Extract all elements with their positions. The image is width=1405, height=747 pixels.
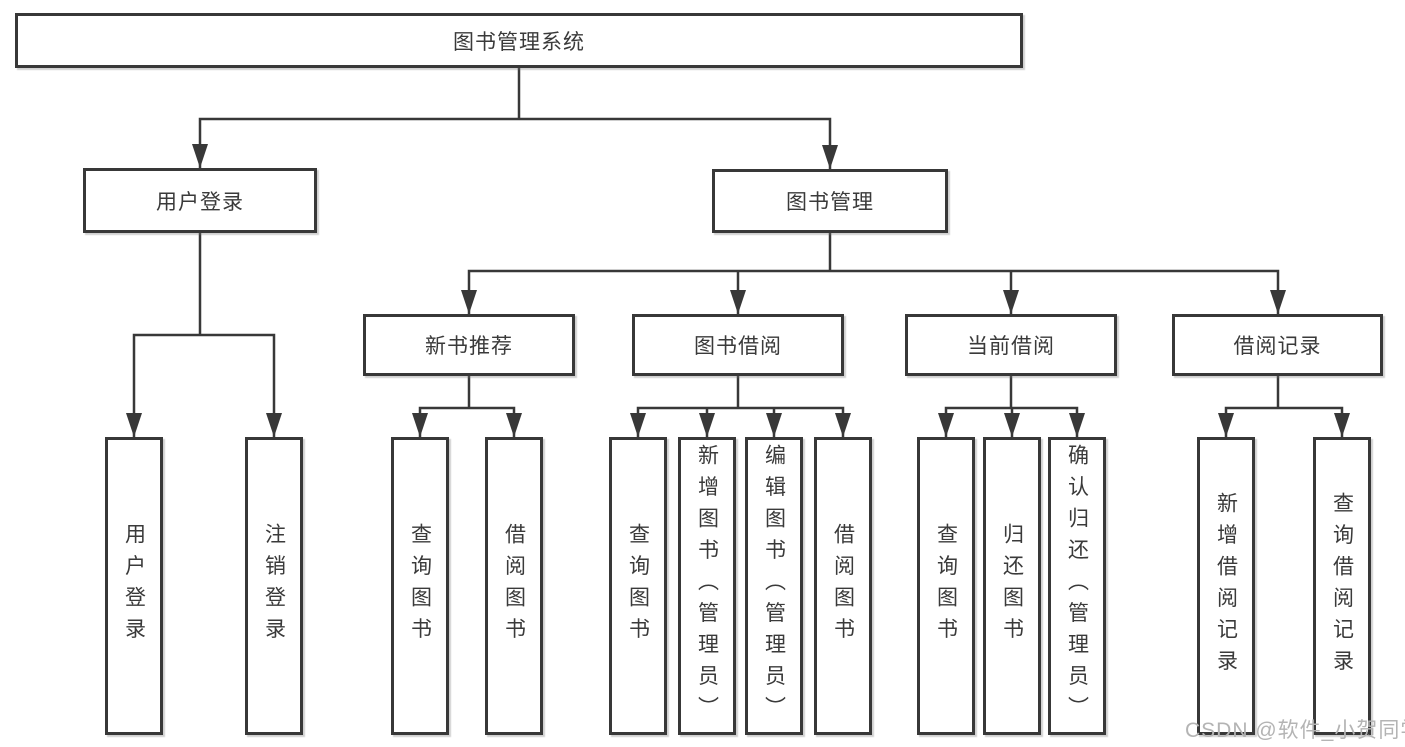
leaf-label: 新增借阅记录 [1214, 491, 1238, 681]
node-label: 图书管理系统 [453, 30, 585, 54]
leaf-query-borrow-record: 查询借阅记录 [1313, 437, 1371, 735]
leaf-label: 查询借阅记录 [1330, 491, 1354, 681]
leaf-label: 确认归还（管理员） [1065, 444, 1089, 728]
node-label: 图书管理 [786, 191, 874, 214]
leaf-label: 用户登录 [122, 523, 146, 649]
leaf-label: 注销登录 [262, 523, 286, 649]
leaf-borrow-books-1: 借阅图书 [485, 437, 543, 735]
leaf-user-login: 用户登录 [105, 437, 163, 735]
leaf-label: 查询图书 [408, 523, 432, 649]
leaf-label: 借阅图书 [831, 523, 855, 649]
leaf-return-books: 归还图书 [983, 437, 1041, 735]
leaf-label: 归还图书 [1000, 523, 1024, 649]
leaf-query-books-3: 查询图书 [917, 437, 975, 735]
leaf-label: 编辑图书（管理员） [762, 444, 786, 728]
leaf-label: 新增图书（管理员） [695, 444, 719, 728]
node-label: 借阅记录 [1233, 335, 1322, 358]
leaf-logout: 注销登录 [245, 437, 303, 735]
leaf-label: 查询图书 [626, 523, 650, 649]
leaf-add-books-admin: 新增图书（管理员） [678, 437, 736, 735]
node-book-borrow: 图书借阅 [632, 314, 844, 376]
leaf-query-books-2: 查询图书 [609, 437, 667, 735]
leaf-confirm-return-admin: 确认归还（管理员） [1048, 437, 1106, 735]
node-label: 新书推荐 [425, 335, 513, 358]
leaf-edit-books-admin: 编辑图书（管理员） [745, 437, 803, 735]
leaf-label: 借阅图书 [502, 523, 526, 649]
leaf-label: 查询图书 [934, 523, 958, 649]
node-label: 当前借阅 [967, 335, 1055, 358]
node-label: 图书借阅 [694, 335, 782, 358]
csdn-watermark: CSDN @软件_小贺同学 [1185, 719, 1405, 742]
node-root-library-system: 图书管理系统 [15, 13, 1023, 68]
leaf-query-books-1: 查询图书 [391, 437, 449, 735]
node-book-management-branch: 图书管理 [712, 169, 948, 233]
leaf-borrow-books-2: 借阅图书 [814, 437, 872, 735]
node-user-login-branch: 用户登录 [83, 168, 317, 233]
node-label: 用户登录 [156, 190, 244, 214]
node-current-borrow: 当前借阅 [905, 314, 1117, 376]
node-borrow-records: 借阅记录 [1172, 314, 1383, 376]
node-new-book-recommend: 新书推荐 [363, 314, 575, 376]
leaf-add-borrow-record: 新增借阅记录 [1197, 437, 1255, 735]
